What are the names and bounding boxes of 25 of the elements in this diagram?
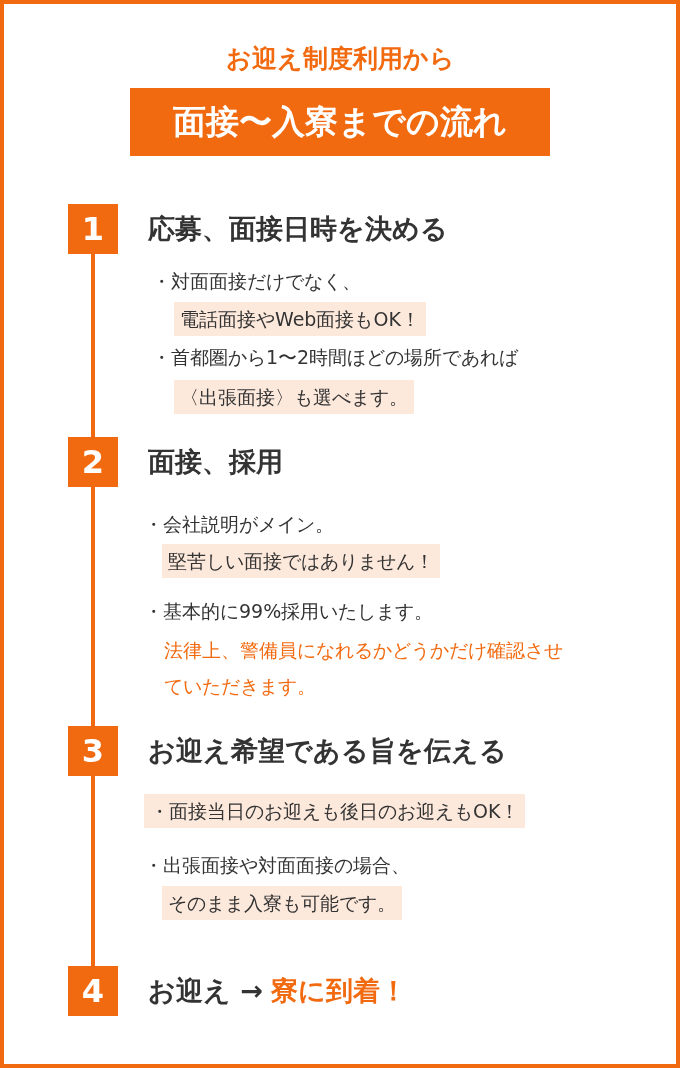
connector-line bbox=[91, 487, 95, 726]
step-heading: 面接、採用 bbox=[148, 445, 283, 479]
connector-line bbox=[91, 254, 95, 437]
title: お迎え制度利用から bbox=[224, 43, 456, 75]
bullet-text: 堅苦しい面接ではありません！ bbox=[162, 544, 440, 578]
bullet-text: ・対面面接だけでなく、 bbox=[152, 269, 361, 294]
bullet-text: ・基本的に99%採用いたします。 bbox=[144, 599, 434, 624]
connector-line bbox=[91, 776, 95, 966]
step-heading: 応募、面接日時を決める bbox=[148, 212, 448, 246]
bullet-text: ・首都圏から1〜2時間ほどの場所であれば bbox=[152, 345, 519, 370]
step-heading: 寮に到着！ bbox=[271, 974, 408, 1008]
step-heading: お迎え希望である旨を伝える bbox=[148, 734, 507, 768]
bullet-text: ・出張面接や対面面接の場合、 bbox=[144, 853, 410, 878]
step-number: 2 bbox=[68, 437, 118, 487]
bullet-text: 電話面接やWeb面接もOK！ bbox=[174, 302, 426, 336]
bullet-text: そのまま入寮も可能です。 bbox=[162, 886, 402, 920]
note-text: 法律上、警備員になれるかどうかだけ確認させていただきます。 bbox=[164, 638, 564, 699]
bullet-text: ・面接当日のお迎えも後日のお迎えもOK！ bbox=[144, 794, 526, 828]
step-heading: お迎え → bbox=[148, 974, 264, 1008]
bullet-text: ・会社説明がメイン。 bbox=[144, 512, 334, 537]
step-number: 1 bbox=[68, 204, 118, 254]
bullet-text: 〈出張面接〉も選べます。 bbox=[174, 380, 414, 414]
step-number: 4 bbox=[68, 966, 118, 1016]
title-banner: 面接〜入寮までの流れ bbox=[130, 88, 550, 156]
step-number: 3 bbox=[68, 726, 118, 776]
